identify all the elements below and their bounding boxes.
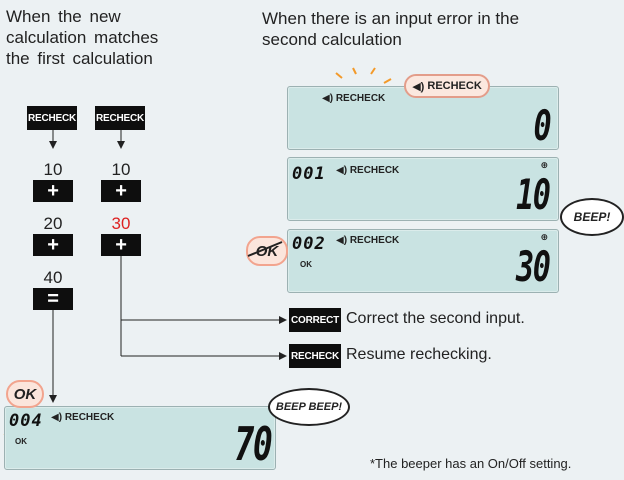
beeper-note: *The beeper has an On/Off setting. — [370, 456, 572, 471]
resume-action-label: Resume rechecking. — [346, 346, 492, 363]
display-value: 0 — [533, 101, 551, 150]
step-counter: 002 — [292, 234, 326, 254]
recheck-indicator: ◀) RECHECK — [322, 93, 386, 104]
ok-badge-crossed: OK — [246, 236, 288, 266]
recheck-indicator: ◀) RECHECK — [336, 235, 400, 246]
step-counter: 004 — [9, 411, 43, 431]
display-value: 10 — [516, 170, 551, 219]
beep-beep-bubble: BEEP BEEP! — [268, 388, 350, 426]
correct-action-label: Correct the second input. — [346, 310, 525, 327]
plus-key-right-2[interactable]: + — [101, 234, 141, 256]
recheck-key-right[interactable]: RECHECK — [95, 106, 145, 130]
ok-indicator: OK — [300, 260, 312, 269]
equals-key[interactable]: = — [33, 288, 73, 310]
display-third: 002 ◀) RECHECK OK ⊕ 30 — [287, 229, 559, 293]
recheck-key-resume[interactable]: RECHECK — [289, 344, 341, 368]
display-value: 30 — [516, 242, 551, 291]
right-heading: When there is an input error in the seco… — [262, 9, 520, 49]
left-heading: When the new calculation matches the fir… — [6, 7, 159, 68]
plus-key-right-1[interactable]: + — [101, 180, 141, 202]
ok-indicator: OK — [15, 437, 27, 446]
first-value-a: 10 — [43, 160, 63, 179]
beep-bubble: BEEP! — [560, 198, 624, 236]
recheck-indicator: ◀) RECHECK — [51, 412, 115, 423]
speaker-icon: ◀) — [336, 165, 348, 176]
recheck-indicator: ◀) RECHECK — [336, 165, 400, 176]
plus-key-left-2[interactable]: + — [33, 234, 73, 256]
correct-key[interactable]: CORRECT — [289, 308, 341, 332]
plus-indicator: ⊕ — [540, 160, 548, 170]
ok-badge: OK — [6, 380, 44, 408]
display-bottom: 004 ◀) RECHECK OK 70 — [4, 406, 276, 471]
recheck-callout-top: ◀) RECHECK — [404, 74, 490, 98]
recheck-key-left[interactable]: RECHECK — [27, 106, 77, 130]
display-value: 70 — [233, 417, 272, 471]
second-value-a: 10 — [111, 160, 131, 179]
first-result: 40 — [43, 268, 63, 287]
speaker-icon: ◀) — [412, 80, 428, 93]
display-second: 001 ◀) RECHECK ⊕ 10 — [287, 157, 559, 221]
plus-indicator: ⊕ — [540, 232, 548, 242]
plus-key-left-1[interactable]: + — [33, 180, 73, 202]
step-counter: 001 — [292, 164, 326, 184]
first-value-b: 20 — [43, 214, 63, 233]
second-value-b-error: 30 — [111, 214, 131, 233]
speaker-icon: ◀) — [336, 235, 348, 246]
speaker-icon: ◀) — [51, 412, 63, 423]
speaker-icon: ◀) — [322, 93, 334, 104]
